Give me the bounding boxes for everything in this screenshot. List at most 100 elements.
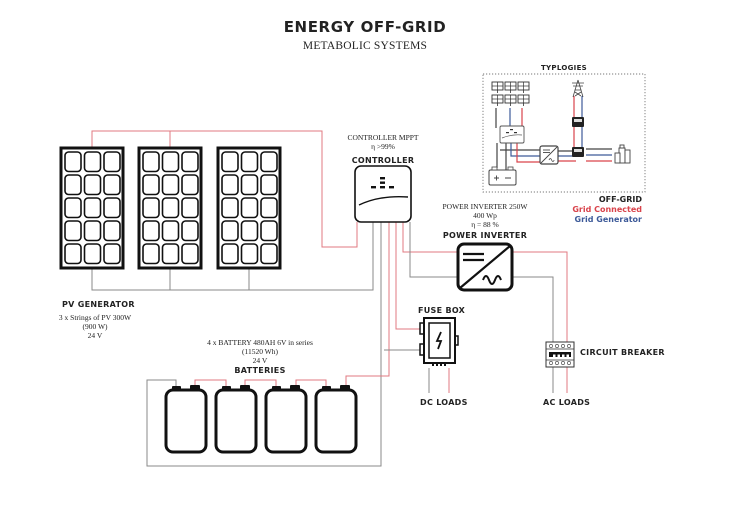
battery-spec-line2: (11520 Wh) [241, 347, 279, 356]
breaker-switches-icon [549, 352, 571, 357]
controller-device[interactable] [354, 165, 412, 223]
pv-panel-icon [59, 146, 125, 270]
battery-icon [314, 385, 358, 454]
fuse-box-label: FUSE BOX [418, 306, 466, 315]
wiring [91, 130, 568, 467]
page-title: ENERGY OFF-GRID [283, 18, 447, 36]
pv-cell [161, 243, 180, 265]
circuit-breaker-label: CIRCUIT BREAKER [580, 348, 665, 357]
mini-solar-panel-icon [517, 81, 530, 93]
controller-spec-title: CONTROLLER MPPT [347, 133, 419, 142]
mini-solar-panel-icon [491, 81, 504, 93]
battery-series-2 [244, 379, 277, 388]
pv-spec-line3: 24 V [87, 331, 103, 340]
pv-generator-label: PV GENERATOR [62, 300, 135, 309]
battery-spec-line3: 24 V [252, 356, 268, 365]
mini-battery-icon [488, 166, 517, 186]
inverter-spec: POWER INVERTER 250W 400 Wp η = 88 % [430, 202, 540, 229]
pv-cell [181, 243, 199, 265]
battery-spec: 4 x BATTERY 480AH 6V in series (11520 Wh… [200, 338, 320, 365]
pv-cell [103, 197, 121, 219]
dc-loads-label: DC LOADS [420, 398, 468, 407]
battery-negative-wire [146, 222, 382, 467]
pv-cell [221, 151, 239, 173]
mini-solar-panel-icon [504, 94, 517, 106]
pv-cell [103, 243, 121, 265]
inverter-spec-title: POWER INVERTER 250W [442, 202, 528, 211]
battery-icon [164, 385, 208, 454]
pv-cell [142, 151, 160, 173]
pv-cell [83, 174, 102, 196]
pv-cell [83, 220, 102, 242]
pv-cell [161, 220, 180, 242]
pv-cell [83, 243, 102, 265]
pv-cell [64, 151, 82, 173]
inverter-spec-eff: η = 88 % [471, 220, 499, 229]
pv-cell [260, 243, 278, 265]
pv-cell [181, 151, 199, 173]
typologies-inset [482, 73, 646, 193]
controller-display-icon [371, 177, 394, 189]
power-pylon-icon [572, 79, 584, 98]
batteries-label: BATTERIES [234, 366, 286, 375]
lightning-icon [435, 331, 443, 350]
ac-neutral-wire [512, 276, 554, 345]
inverter-negative-wire [409, 222, 458, 278]
battery-spec-line1: 4 x BATTERY 480AH 6V in series [207, 338, 313, 347]
circuit-breaker-device[interactable] [545, 341, 575, 368]
pv-cell [181, 197, 199, 219]
mini-solar-panel-icon [504, 81, 517, 93]
pv-cell [103, 220, 121, 242]
pv-cell [221, 243, 239, 265]
ac-loads-label: AC LOADS [543, 398, 591, 407]
sine-wave-icon [482, 275, 502, 285]
typologies-title: TYPLOGIES [540, 64, 587, 72]
pv-cell [64, 197, 82, 219]
pv-cell [260, 174, 278, 196]
pv-cell [240, 220, 259, 242]
pv-positive-wire [91, 130, 358, 248]
battery-icon [214, 385, 258, 454]
pv-spec-line2: (900 W) [82, 322, 108, 331]
mini-solar-panels-icon [491, 81, 530, 106]
ac-phase-wire [512, 251, 568, 345]
grid-meter-icon [572, 117, 584, 157]
mini-solar-panel-icon [491, 94, 504, 106]
fuse-positive-wire [395, 222, 420, 330]
pv-panel-icon [216, 146, 282, 270]
inverter-device[interactable] [456, 242, 514, 292]
pv-cell [260, 197, 278, 219]
typologies-legend: OFF-GRID Grid Connected Grid Generator [560, 195, 642, 225]
pv-cell [221, 174, 239, 196]
pv-spec: 3 x Strings of PV 300W (900 W) 24 V [40, 313, 150, 340]
pv-cell [221, 197, 239, 219]
mini-solar-panel-icon [517, 94, 530, 106]
pv-cell [240, 174, 259, 196]
pv-cell [83, 151, 102, 173]
inverter-label: POWER INVERTER [442, 231, 528, 240]
pv-panels [59, 146, 282, 270]
pv-cell [142, 220, 160, 242]
pv-negative-wire [91, 222, 374, 291]
pv-cell [161, 197, 180, 219]
pv-cell [103, 174, 121, 196]
pv-cell [142, 174, 160, 196]
pv-cell [240, 151, 259, 173]
legend-grid-generator: Grid Generator [574, 215, 643, 224]
inverter-spec-power: 400 Wp [473, 211, 497, 220]
pv-cell [181, 174, 199, 196]
fuse-box-device[interactable] [419, 317, 459, 366]
pv-cell [221, 220, 239, 242]
building-icon [614, 144, 631, 164]
pv-cell [142, 197, 160, 219]
battery-positive-wire [345, 222, 390, 388]
battery-bank [164, 385, 358, 454]
pv-cell [161, 151, 180, 173]
page-subtitle: METABOLIC SYSTEMS [302, 40, 428, 52]
pv-cell [103, 151, 121, 173]
pv-cell [142, 243, 160, 265]
pv-cell [161, 174, 180, 196]
pv-cell [64, 243, 82, 265]
legend-grid-connected: Grid Connected [572, 205, 642, 214]
